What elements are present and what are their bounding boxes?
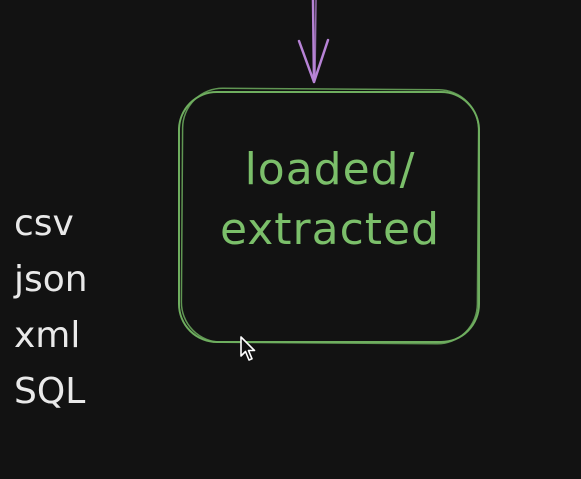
box-outline [178, 91, 480, 343]
format-item: csv [14, 203, 74, 244]
box-outline-overdraw [180, 87, 480, 345]
format-item: SQL [14, 371, 86, 412]
box-label-line-2: extracted [219, 204, 441, 255]
box-label-line-1: loaded/ [244, 144, 416, 195]
mouse-cursor-icon [240, 336, 256, 361]
arrow-shaft-overdraw [314, 0, 317, 81]
box-label: loaded/ extracted [180, 140, 480, 260]
arrow-shaft [311, 0, 316, 84]
format-item: xml [14, 315, 81, 356]
arrow-head [297, 38, 330, 84]
format-list: csv json xml SQL [14, 196, 88, 420]
format-item: json [14, 259, 88, 300]
